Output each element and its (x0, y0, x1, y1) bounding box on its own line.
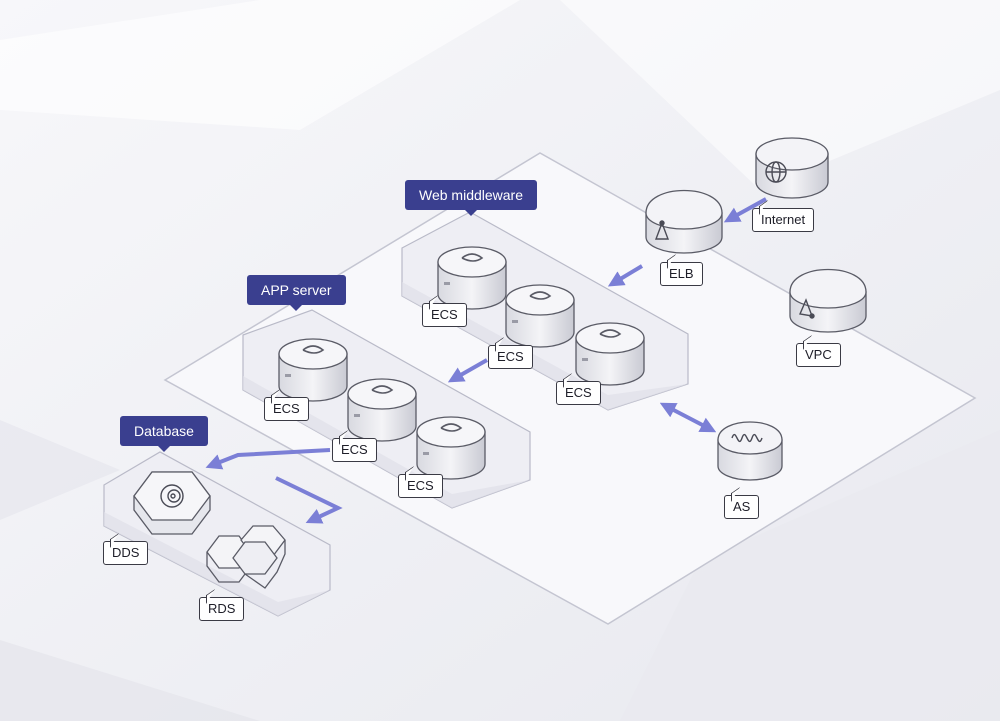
ecs-web-1-label: ECS (422, 303, 467, 327)
auto-scaling-icon (731, 433, 763, 443)
dds-node[interactable] (133, 471, 211, 535)
arrow-internet-to-elb (723, 197, 767, 223)
ecs-app-3-label: ECS (398, 474, 443, 498)
ecs-app-1[interactable] (278, 338, 348, 402)
arrow-app-to-db (205, 448, 331, 470)
arrow-web-to-app (447, 358, 488, 383)
ecs-app-3[interactable] (416, 416, 486, 480)
ecs-web-3-label: ECS (556, 381, 601, 405)
connections (205, 197, 767, 524)
elb-node[interactable] (645, 189, 723, 254)
internet-node[interactable] (755, 137, 829, 199)
ecs-web-2-label: ECS (488, 345, 533, 369)
vpc-node[interactable] (789, 268, 867, 333)
arrow-web-as (659, 402, 717, 433)
dds-label: DDS (103, 541, 149, 565)
load-balancer-icon (654, 220, 670, 240)
swirl-icon (160, 484, 184, 508)
ecs-web-1[interactable] (437, 246, 507, 310)
database-header: Database (120, 416, 208, 452)
web-middleware-header: Web middleware (405, 180, 538, 216)
app-server-header: APP server (247, 275, 346, 311)
rds-label: RDS (199, 597, 245, 621)
ecs-web-2[interactable] (505, 284, 575, 348)
ecs-app-2[interactable] (347, 378, 417, 442)
rds-node[interactable] (206, 525, 286, 589)
arrow-app-to-db-2 (275, 476, 343, 524)
ecs-app-2-label: ECS (332, 438, 377, 462)
elb-label: ELB (660, 262, 703, 286)
hexagon-cluster-icon (206, 525, 286, 589)
as-label: AS (724, 495, 760, 519)
network-triangle-icon (799, 298, 815, 319)
as-node[interactable] (717, 421, 783, 481)
globe-icon (765, 161, 787, 183)
arrow-elb-to-web (607, 264, 644, 287)
ecs-app-1-label: ECS (264, 397, 309, 421)
internet-label: Internet (752, 208, 815, 232)
ecs-web-3[interactable] (575, 322, 645, 386)
vpc-label: VPC (796, 343, 841, 367)
